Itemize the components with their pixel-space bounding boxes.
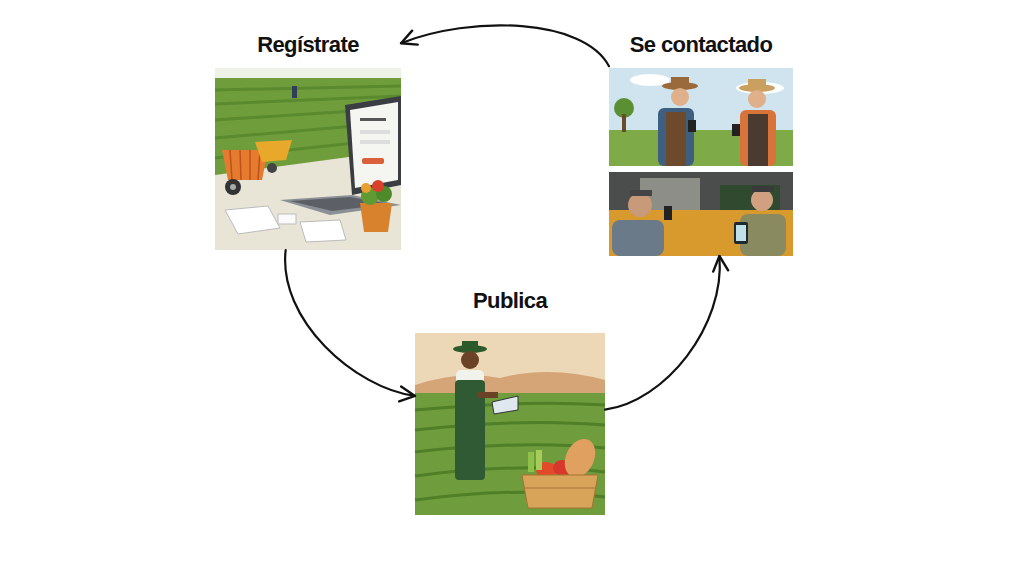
step-node: Se contactado [609, 30, 793, 256]
step-node: Publica [415, 286, 605, 515]
publish-illustration [415, 333, 605, 515]
step-title-row: Regístrate [215, 30, 401, 60]
curved-arrow [401, 25, 609, 66]
registration-illustration [215, 68, 401, 250]
step-title-row: Se contactado [609, 30, 793, 60]
step-title: Regístrate [257, 32, 359, 57]
step-node: Regístrate [215, 30, 401, 250]
contact-illustration [609, 68, 793, 256]
curved-arrow [285, 250, 415, 396]
step-title: Publica [473, 288, 547, 313]
step-title-row: Publica [415, 286, 605, 316]
curved-arrow [605, 256, 720, 410]
step-title: Se contactado [630, 32, 773, 57]
